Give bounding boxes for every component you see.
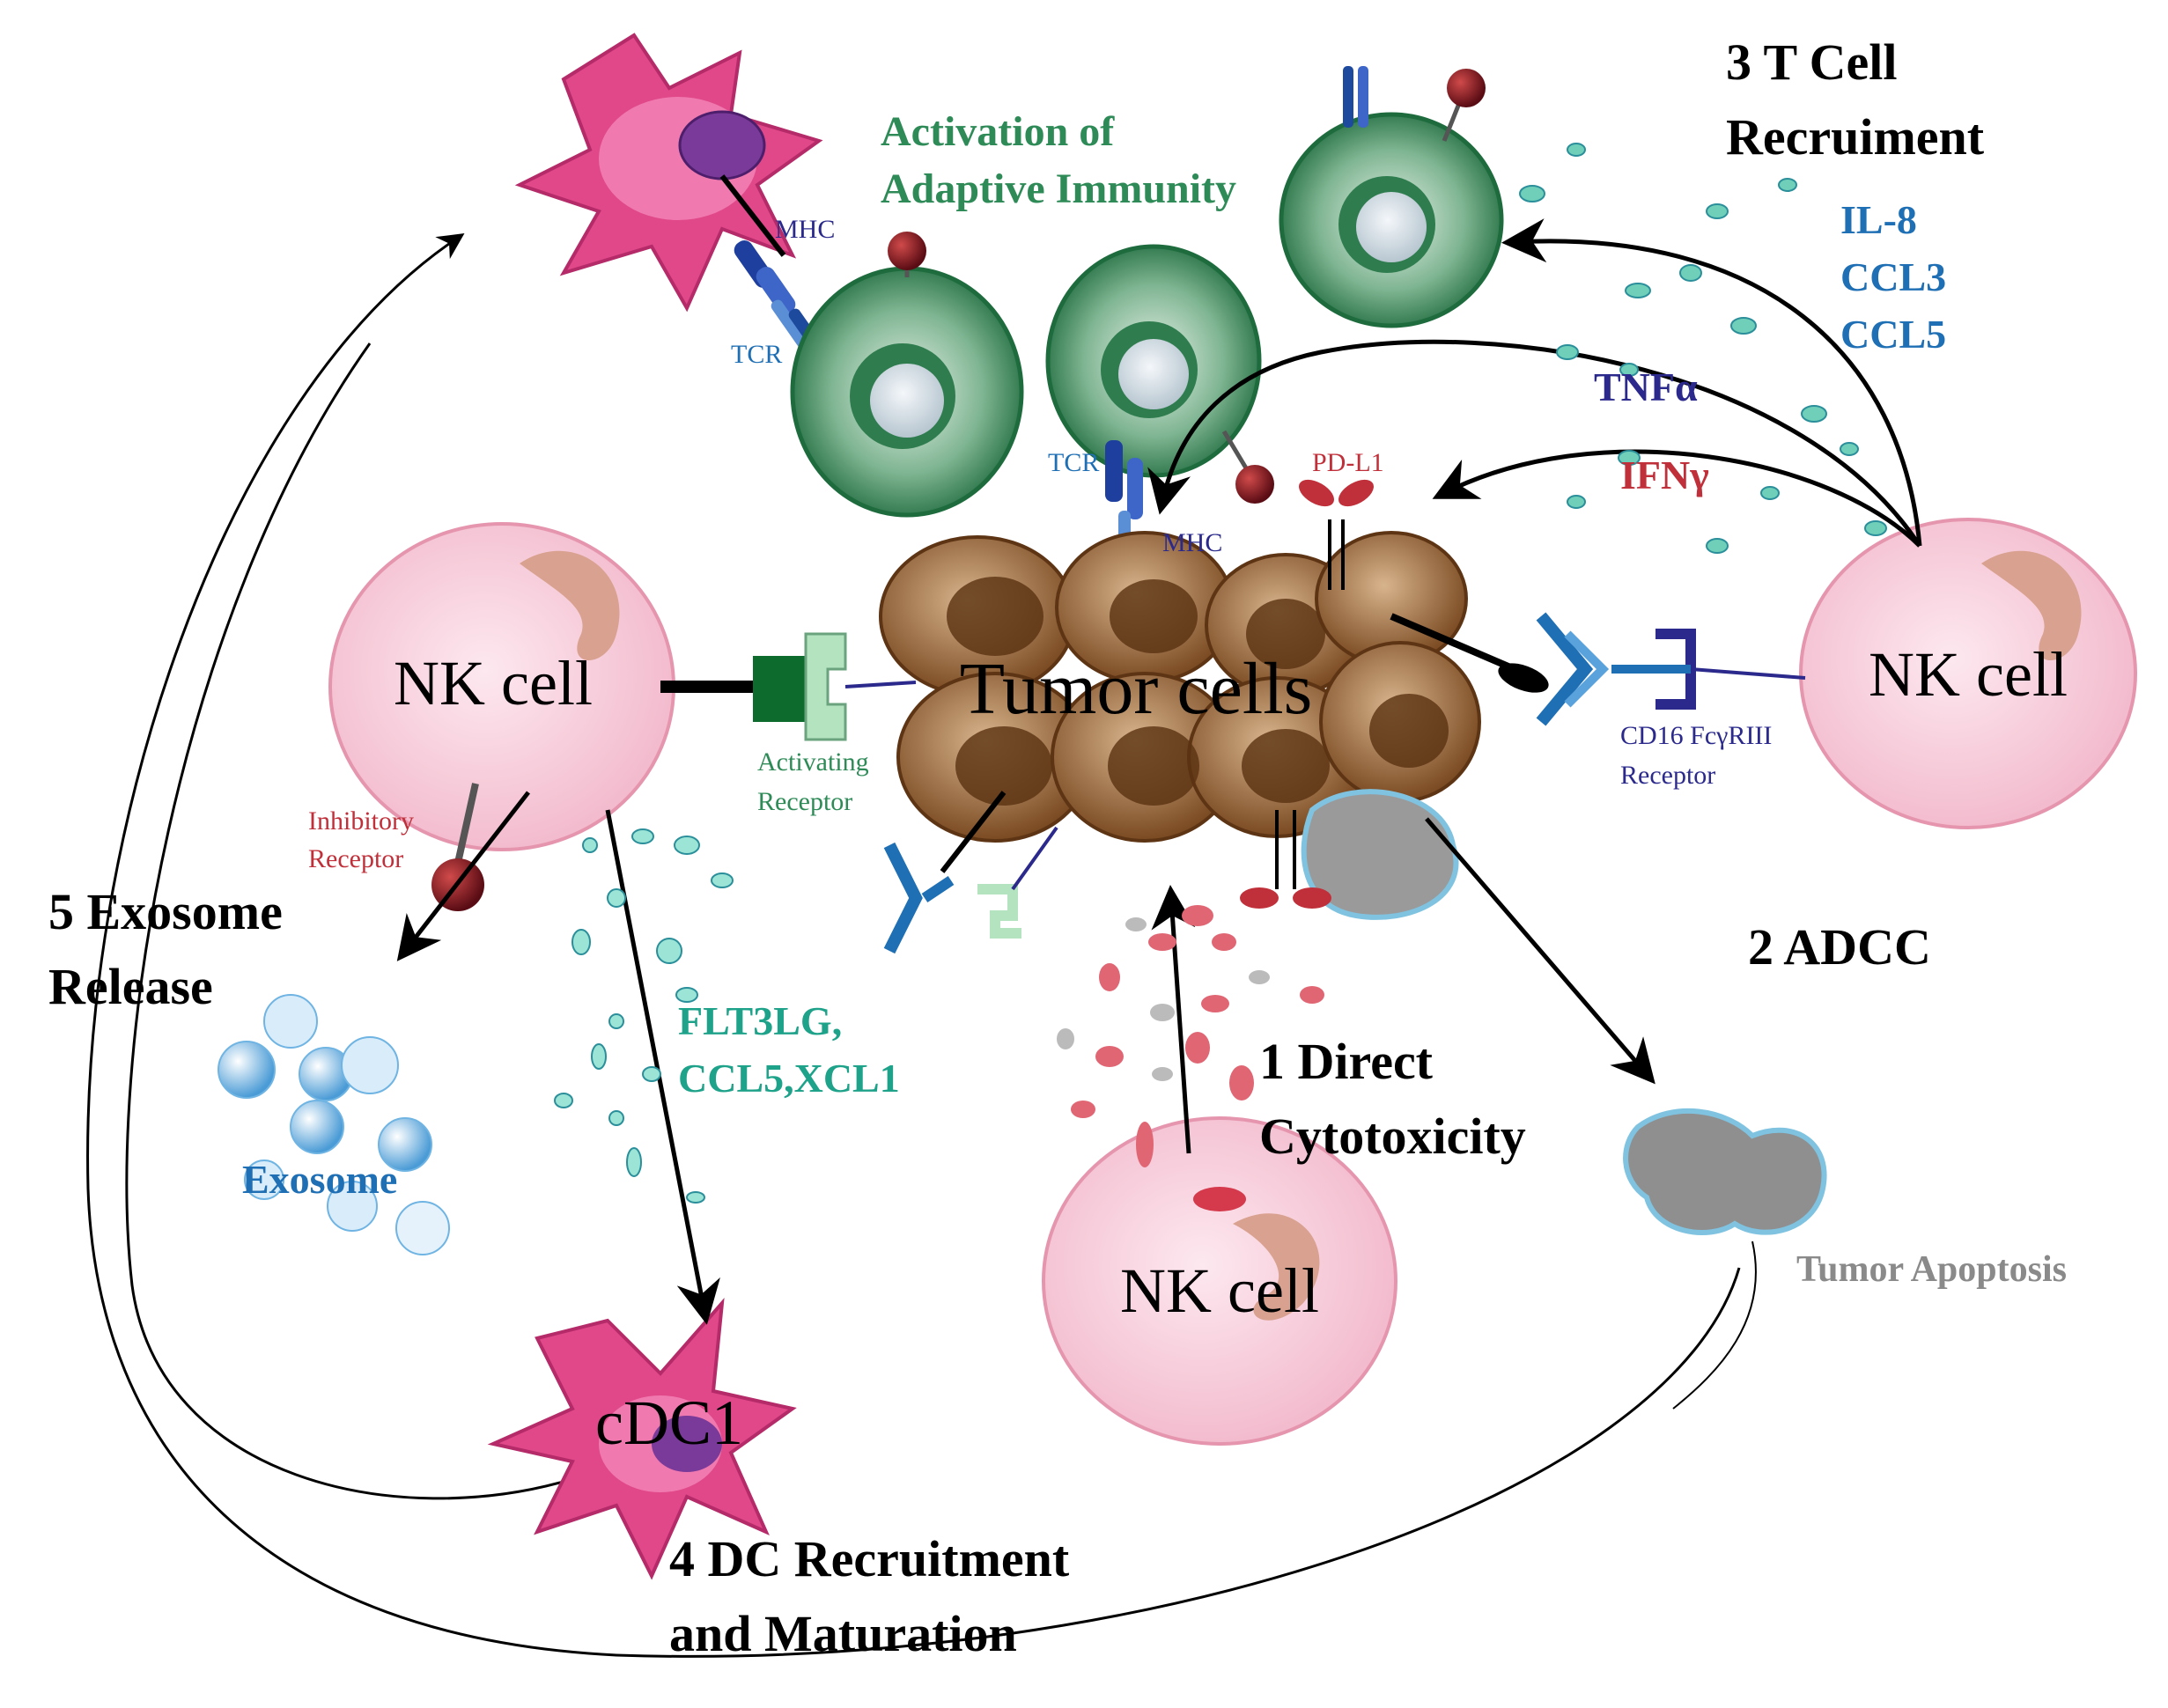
arrow-direct-cytotoxicity	[1151, 885, 1196, 1154]
tumor-apoptosis-label: Tumor Apoptosis	[1796, 1249, 2067, 1290]
cd16-receptor	[1390, 612, 1806, 726]
flt3lg-label-line1: FLT3LG,	[678, 998, 842, 1043]
step-4-line1: 4 DC Recruitment	[669, 1530, 1070, 1587]
il8-label: IL-8	[1840, 197, 1917, 242]
nk-cell-right: NK cell	[1799, 518, 2137, 829]
t-cell-recruited	[1279, 66, 1504, 328]
step-1-line1: 1 Direct	[1259, 1033, 1434, 1090]
mhc-top-label: MHC	[775, 215, 835, 244]
cd16-label-line2: Receptor	[1620, 761, 1715, 790]
tumor-label: Tumor cells	[960, 648, 1313, 730]
arrow-tnfa	[1147, 339, 1922, 548]
cytokine-dots-left	[554, 828, 734, 1204]
pdl1-label: PD-L1	[1312, 448, 1384, 477]
return-arc-outer	[86, 233, 1741, 1658]
arrow-exosome	[396, 791, 530, 961]
step-5-line1: 5 Exosome	[48, 883, 283, 940]
t-cell-center	[1045, 244, 1274, 546]
cytotoxic-granules	[1057, 905, 1324, 1167]
inhibitory-label-line2: Receptor	[308, 844, 403, 873]
cdc1-label: cDC1	[595, 1388, 743, 1458]
nk-left-label: NK cell	[394, 648, 593, 718]
flt3lg-label-line2: CCL5,XCL1	[678, 1056, 900, 1101]
return-arc-cdc1	[125, 342, 573, 1500]
step-3-line1: 3 T Cell	[1726, 33, 1897, 91]
step-2: 2 ADCC	[1748, 918, 1931, 975]
exosome-label: Exosome	[242, 1157, 397, 1202]
dendritic-cell-top	[514, 33, 823, 313]
step-1-line2: Cytotoxicity	[1259, 1108, 1526, 1165]
t-cell-activation	[790, 232, 1024, 518]
ccl5-label: CCL5	[1840, 312, 1946, 357]
cd16-label-line1: CD16 FcγRIII	[1620, 721, 1772, 750]
cycle-arrows	[86, 233, 1741, 1658]
t-cell-nucleus	[1118, 339, 1189, 409]
activating-label-line1: Activating	[757, 747, 869, 777]
bottom-receptors	[883, 791, 1331, 954]
tcr-mid-label: TCR	[1048, 448, 1099, 477]
exosome-cluster	[218, 994, 450, 1255]
inhibitory-label-line1: Inhibitory	[308, 806, 414, 836]
tumor-cell-cluster	[879, 531, 1481, 920]
step-3-line2: Recruiment	[1726, 108, 1985, 166]
activating-receptor	[660, 632, 917, 741]
arrow-apoptosis	[1425, 817, 1655, 1085]
labels: Tumor cells Activation of Adaptive Immun…	[242, 108, 2067, 1290]
nk-right-label: NK cell	[1869, 639, 2068, 710]
arrow-t-cell-recruit	[1501, 218, 1922, 547]
cdc1-cell: cDC1	[487, 1297, 797, 1580]
nk-cell-left: NK cell	[328, 522, 675, 851]
ifng-label: IFNγ	[1620, 453, 1709, 497]
activating-label-line2: Receptor	[757, 787, 852, 816]
nk-cell-bottom: NK cell	[1042, 1116, 1397, 1446]
tumor-apoptosis-debris	[1623, 1108, 1827, 1235]
cdc1-nucleus	[652, 1416, 722, 1472]
mhc-mid-label: MHC	[1162, 528, 1222, 557]
activation-label-line1: Activation of	[881, 108, 1115, 155]
step-5-line2: Release	[48, 958, 213, 1015]
pdl1-receptor	[1299, 479, 1374, 590]
ccl3-label: CCL3	[1840, 254, 1946, 299]
apoptosis-return-line	[1672, 1241, 1757, 1410]
activation-label-line2: Adaptive Immunity	[881, 166, 1236, 212]
tnfa-label: TNFα	[1594, 364, 1698, 409]
dc-nucleus	[678, 110, 766, 180]
nk-bottom-label: NK cell	[1120, 1255, 1319, 1326]
step-4-line2: and Maturation	[669, 1605, 1017, 1662]
cytokine-dots-right	[1519, 143, 1887, 554]
step-headings: 1 Direct Cytotoxicity 2 ADCC 3 T Cell Re…	[48, 33, 1985, 1662]
tcr-top-label: TCR	[731, 340, 782, 369]
arrow-ifng	[1432, 449, 1921, 548]
t-cell-nucleus	[870, 364, 944, 438]
t-cell-nucleus	[1356, 192, 1427, 262]
